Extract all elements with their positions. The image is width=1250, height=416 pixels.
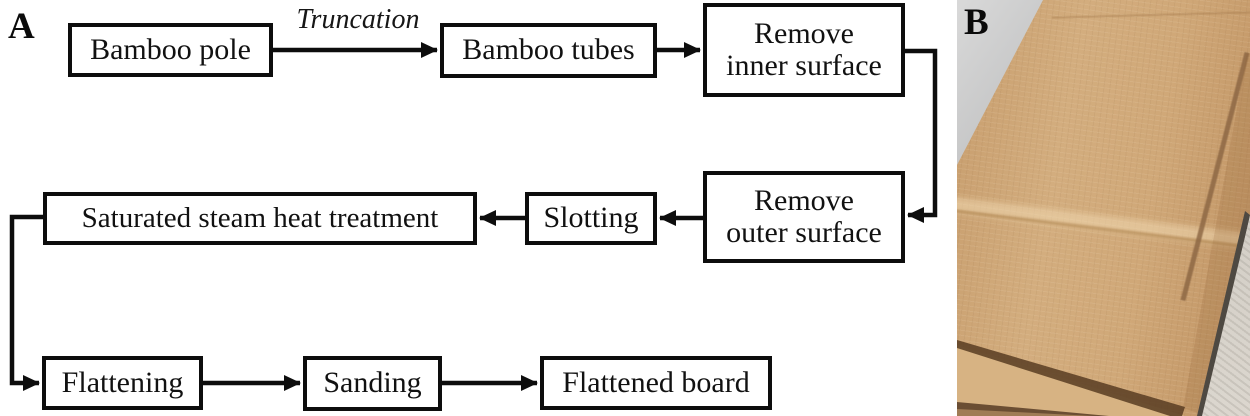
second-board-shadow: [957, 409, 1093, 416]
flow-node-label-line1: Remove: [754, 183, 854, 217]
flow-node-label: Bamboo tubes: [462, 33, 635, 67]
flow-node-slotting: Slotting: [525, 192, 657, 245]
flow-node-sanding: Sanding: [303, 356, 442, 411]
panel-b-photo: B: [957, 0, 1250, 416]
flow-node-label: Saturated steam heat treatment: [81, 201, 439, 234]
panel-b-label: B: [964, 2, 989, 43]
flow-node-remove-inner-surface: Remove inner surface: [703, 3, 905, 97]
flow-node-label: Sanding: [323, 366, 422, 400]
flow-arrows: [9, 42, 938, 391]
flow-node-remove-outer-surface: Remove outer surface: [703, 171, 905, 263]
panel-a-label: A: [8, 6, 35, 47]
flow-node-label-line1: Remove: [754, 16, 854, 50]
flow-node-saturated-steam-heat-treatment: Saturated steam heat treatment: [43, 192, 477, 245]
arrow-inner-to-outer: [905, 48, 938, 223]
panel-a-flowchart: A Truncation Bamboo pole Bamboo tubes R: [8, 3, 938, 411]
flow-node-flattened-board: Flattened board: [540, 356, 772, 410]
bamboo-top-seam: [1052, 11, 1250, 19]
truncation-edge-label: Truncation: [296, 4, 420, 35]
flow-node-flattening: Flattening: [42, 356, 203, 410]
flattened-bamboo-board: [957, 0, 1250, 416]
flow-node-label-line2: inner surface: [726, 49, 882, 82]
flow-node-bamboo-pole: Bamboo pole: [68, 23, 273, 77]
flow-node-label: Bamboo pole: [90, 32, 251, 66]
flow-node-label: Flattening: [61, 365, 184, 399]
flow-node-label-line2: outer surface: [726, 216, 882, 249]
flow-node-label: Flattened board: [562, 365, 750, 399]
flow-node-bamboo-tubes: Bamboo tubes: [440, 23, 657, 78]
arrow-steam-to-flattening: [9, 214, 43, 391]
flow-node-label: Slotting: [543, 201, 639, 235]
